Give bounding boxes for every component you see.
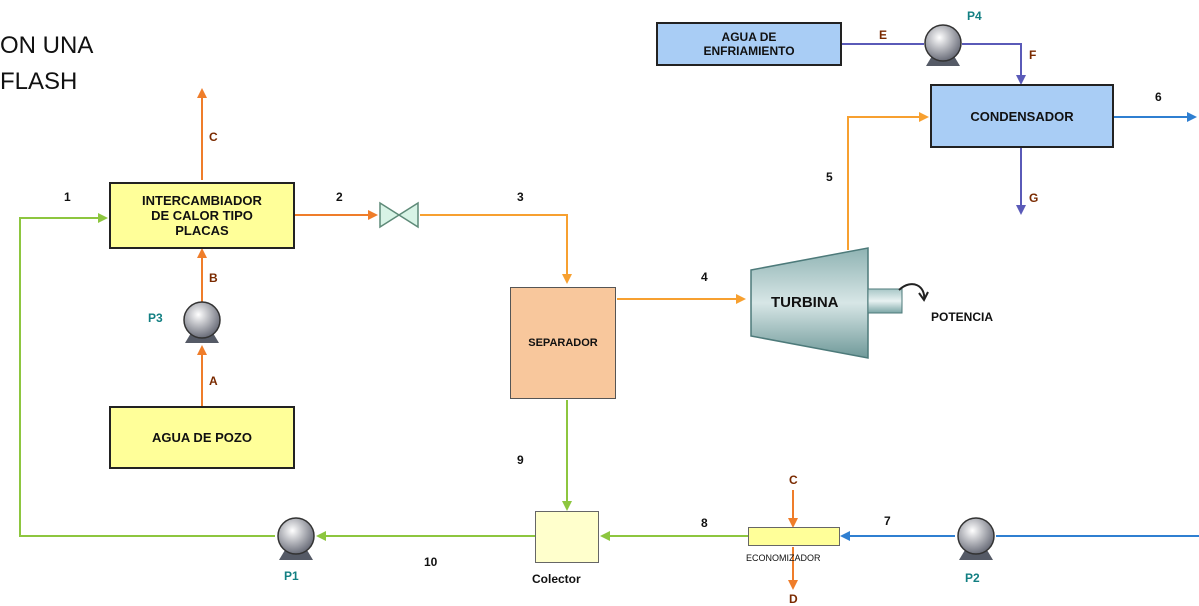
collector-label: Colector <box>532 572 581 586</box>
stream-label-C: C <box>209 130 218 144</box>
stream-label-5: 5 <box>826 170 833 184</box>
pump-p1-icon <box>277 517 315 560</box>
stream-label-F: F <box>1029 48 1037 62</box>
stream-label-8: 8 <box>701 516 708 530</box>
pump-label-p2: P2 <box>965 571 980 585</box>
separator-box: SEPARADOR <box>510 287 616 399</box>
well-water-box: AGUA DE POZO <box>109 406 295 469</box>
stream-label-B: B <box>209 271 218 285</box>
diagram-title: ON UNA FLASH <box>0 32 94 95</box>
turbine-label: TURBINA <box>771 294 839 311</box>
turbine-icon <box>750 247 929 359</box>
stream-label-4: 4 <box>701 270 708 284</box>
pump-p4-icon <box>924 24 962 66</box>
stream-line-5 <box>847 112 929 250</box>
stream-label-7: 7 <box>884 514 891 528</box>
economizer-box <box>748 527 840 546</box>
stream-label-2: 2 <box>336 190 343 204</box>
pump-label-p3: P3 <box>148 311 163 325</box>
stream-label-G: G <box>1029 191 1039 205</box>
stream-label-9: 9 <box>517 453 524 467</box>
valve-icon <box>379 201 419 229</box>
pump-label-p4: P4 <box>967 9 982 23</box>
cooling-water-box: AGUA DE ENFRIAMIENTO <box>656 22 842 66</box>
stream-label-10: 10 <box>424 555 438 569</box>
collector-box <box>535 511 599 563</box>
stream-label-6: 6 <box>1155 90 1162 104</box>
economizer-label: ECONOMIZADOR <box>746 553 821 563</box>
heat-exchanger-box: INTERCAMBIADOR DE CALOR TIPO PLACAS <box>109 182 295 249</box>
stream-label-D: D <box>789 592 798 606</box>
stream-label-1: 1 <box>64 190 71 204</box>
stream-label-A: A <box>209 374 218 388</box>
power-label: POTENCIA <box>931 310 994 324</box>
stream-label-E: E <box>879 28 888 42</box>
pump-label-p1: P1 <box>284 569 299 583</box>
stream-label-C-economizer: C <box>789 473 798 487</box>
stream-label-3: 3 <box>517 190 524 204</box>
condenser-box: CONDENSADOR <box>930 84 1114 148</box>
pump-p2-icon <box>957 517 995 560</box>
pump-p3-icon <box>183 301 221 343</box>
stream-line-10-1 <box>19 213 275 537</box>
stream-line-3 <box>420 214 572 284</box>
stream-line-F <box>962 43 1026 85</box>
